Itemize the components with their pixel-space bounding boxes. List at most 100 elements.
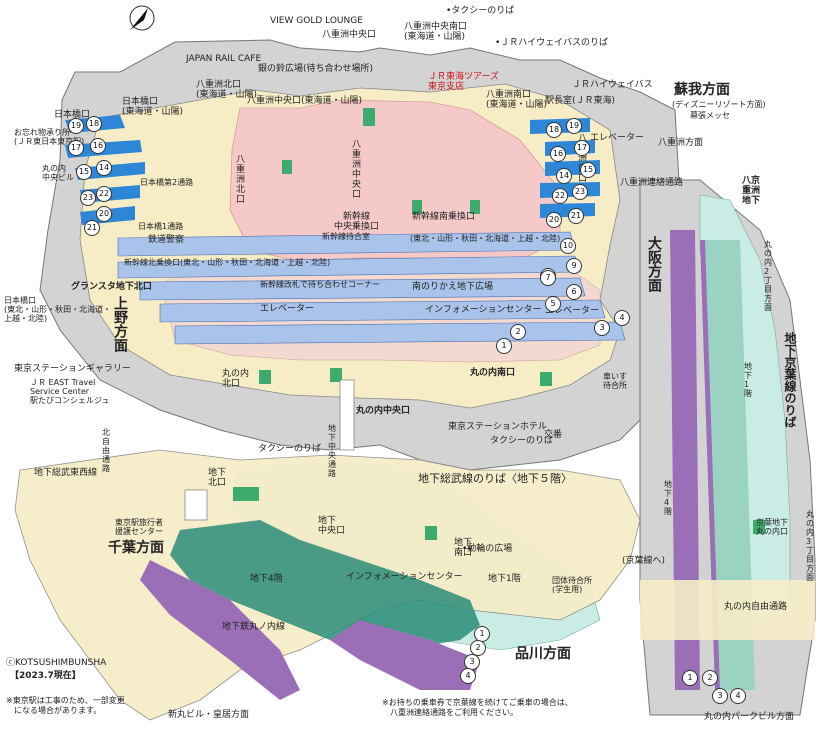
platform-number-badge: 15 — [76, 164, 92, 180]
platform-number-badge: 4 — [730, 688, 746, 704]
shinagawa-direction: 品川方面 — [515, 646, 571, 662]
stationmaster-office-label: 駅長室(ＪＲ東海) — [545, 96, 616, 106]
marunouchi-north-label[interactable]: 丸の内 北口 — [222, 369, 250, 389]
date-note: 【2023.7現在】 — [10, 671, 81, 681]
platform-number-badge: 22 — [96, 186, 112, 202]
platform-number-badge: 15 — [580, 162, 596, 178]
sobu-track-left — [140, 560, 300, 700]
elevator-mid-right-label: エレベーター — [545, 306, 600, 316]
yaesu-central-south-label[interactable]: 八重洲中央南口 (東海道・山陽) — [404, 22, 468, 42]
stair-markers — [233, 108, 765, 540]
yaesu-north-label[interactable]: 八重洲北口 (東海道・山陽) — [196, 80, 258, 100]
osaka-direction: 大阪方面 — [646, 236, 662, 292]
marunouchi-2-label: 丸の内2丁目方面 — [764, 240, 772, 312]
b1-right-label: 地下1階 — [744, 362, 752, 398]
platform-number-badge: 14 — [96, 160, 112, 176]
makuhari-direction: 幕張メッセ — [690, 111, 730, 120]
gransta-north-label[interactable]: グランスタ地下北口 — [71, 282, 152, 292]
underground-central-label[interactable]: 地下 中央口 — [318, 516, 346, 536]
jr-cafe-label: JAPAN RAIL CAFE — [186, 54, 262, 64]
marunouchi-south-label[interactable]: 丸の内南口 — [470, 368, 516, 378]
b4-right-label: 地下4階 — [664, 480, 672, 516]
platform-number-badge: 16 — [90, 138, 106, 154]
platform-number-badge: 1 — [682, 670, 698, 686]
platform-number-badge: 4 — [614, 310, 630, 326]
yaesu-central-vertical-label: 八重洲中央口 — [352, 140, 362, 200]
underground-central-passage-label: 地下中央通路 — [328, 424, 336, 478]
platform-number-badge: 2 — [702, 670, 718, 686]
ueno-direction: 上野方面 — [112, 296, 128, 352]
nihonbashi-passage1-label: 日本橋1通路 — [138, 222, 184, 231]
underground-south-label[interactable]: 地下 南口 — [454, 538, 473, 558]
platform-number-badge: 5 — [545, 296, 561, 312]
nihonbashi-long-label[interactable]: 日本橋口 (東北・山形・秋田・北海道・ 上越・北陸) — [4, 296, 112, 323]
yaesu-central-top-label[interactable]: 八重洲中央口 — [322, 30, 377, 40]
platform-number-badge: 23 — [80, 190, 96, 206]
platform-number-badge: 1 — [474, 626, 490, 642]
underground-north-label[interactable]: 地下 北口 — [208, 468, 227, 488]
sobu-line-label: 地下総武線のりば〈地下５階〉 — [418, 472, 572, 485]
nihonbashi-passage2-label: 日本橋第2通路 — [140, 178, 194, 187]
platform-number-badge: 20 — [546, 212, 562, 228]
tokaido-shinkansen-gate-label[interactable]: 新幹線南乗換口 — [412, 212, 476, 222]
keiyo-direction-label: (京葉線へ) — [622, 556, 666, 566]
taxi-left-label: タクシーのりば — [258, 444, 322, 454]
platform-number-badge: 19 — [566, 118, 582, 134]
sobu-track-right — [330, 620, 480, 690]
platform-number-badge: 22 — [552, 188, 568, 204]
platform-number-badge: 2 — [510, 324, 526, 340]
shin-maru-direction: 新丸ビル・皇居方面 — [168, 710, 250, 720]
construction-note: ※東京駅は工事のため、一部変更 になる場合があります。 — [6, 696, 125, 715]
platform-number-badge: 23 — [572, 184, 588, 200]
platform-number-badge: 10 — [560, 238, 576, 254]
platform-number-badge: 2 — [470, 640, 486, 656]
gallery-label: 東京ステーションギャラリー — [14, 364, 131, 374]
police-box-label: 交番 — [544, 430, 563, 440]
b4-label: 地下4階 — [250, 574, 283, 584]
marunouchi-free-passage-label: 丸の内自由通路 — [724, 602, 788, 612]
hachi-chika-label[interactable]: 八京 重洲 地下 — [742, 176, 761, 206]
central-stairs — [184, 379, 355, 521]
shinkansen-central-transfer-label[interactable]: 新幹線 中央乗換口 — [334, 212, 380, 232]
soga-direction: 蘇我方面 — [674, 82, 730, 98]
tokaido-tours-label: ＪＲ東海ツアーズ 東京支店 — [428, 72, 500, 92]
wheelchair-waiting-label: 車いす 待合所 — [603, 372, 627, 390]
shinkansen-meeting-corner-label: 新幹線改札で待ち合わせコーナー — [260, 280, 380, 289]
chiba-direction: 千葉方面 — [108, 540, 164, 556]
platform-number-badge: 14 — [556, 168, 572, 184]
platform-number-badge: 9 — [566, 258, 582, 274]
info-center-label: インフォメーションセンター — [425, 305, 542, 315]
yaesu-connect-label: 八重洲連絡通路 — [620, 178, 684, 188]
elevator-mid-label: エレベーター — [260, 304, 315, 314]
platform-number-badge: 6 — [566, 284, 582, 300]
platform-number-badge: 7 — [540, 270, 556, 286]
keiyo-track-left — [670, 230, 700, 690]
keiyo-platform-strip — [705, 240, 755, 690]
group-waiting-label: 団体待合所 (学生用) — [552, 576, 592, 594]
moving-wheel-square-label: •動輪の広場 — [462, 544, 513, 554]
yaesu-direction-label: 八重洲方面 — [658, 138, 704, 148]
jr-highway-bus-label: ＪＲハイウェイバス — [572, 80, 653, 90]
keiyo-platform-label: 地下京葉線のりば — [783, 332, 797, 428]
shinkansen-north-transfer-label[interactable]: 新幹線北乗換口(東北・山形・秋田・北海道・上越・北陸) — [124, 258, 331, 267]
sobu-platform-area — [170, 520, 480, 650]
b1-label: 地下1階 — [488, 574, 521, 584]
platform-number-badge: 3 — [712, 688, 728, 704]
south-transfer-square-label: 南のりかえ地下広場 — [412, 282, 494, 292]
disney-direction: (ディズニーリゾート方面) — [672, 100, 766, 109]
nihonbashi-gate-label[interactable]: 日本橋口 (東海道・山陽) — [122, 97, 184, 117]
platform-number-badge: 3 — [594, 320, 610, 336]
marunouchi-3-label: 丸の内3丁目方面 — [806, 510, 814, 582]
view-gold-lounge-label: VIEW GOLD LOUNGE — [270, 16, 363, 26]
jr-east-travel-label: ＪＲ EAST Travel Service Center 駅たびコンシェルジュ — [30, 378, 110, 405]
marunouchi-central-label[interactable]: 丸の内中央口 — [356, 406, 411, 416]
keiyo-gate-label[interactable]: 京葉地下 丸の内口 — [756, 518, 788, 536]
tohoku-shinkansen-label: (東北・山形・秋田・北海道・上越・北陸) — [410, 234, 561, 243]
yaesu-north-vertical-label: 八重洲北口 — [236, 155, 246, 205]
yaesu-south-label[interactable]: 八重洲南口 (東海道・山陽) — [486, 90, 548, 110]
copyright-note: ⓒKOTSUSHIMBUNSHA — [6, 658, 107, 668]
marunouchi-building-label: 丸の内 中央ビル — [42, 164, 74, 182]
platform-number-badge: 21 — [568, 208, 584, 224]
yaesu-central-gate-label[interactable]: 八重洲中央口(東海道・山陽) — [247, 96, 363, 106]
